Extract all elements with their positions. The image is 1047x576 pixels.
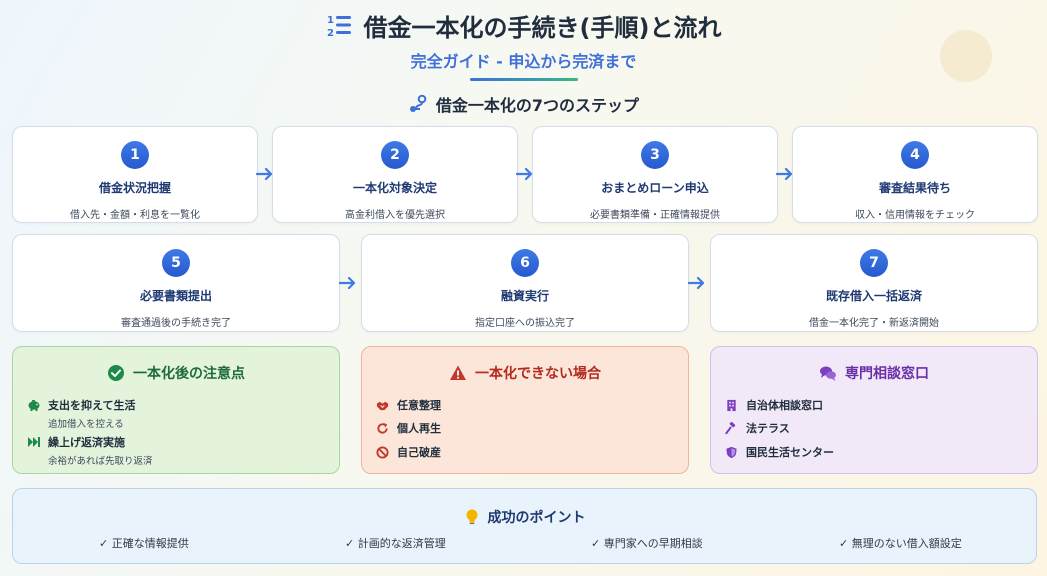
check-circle-icon xyxy=(108,365,124,381)
alternative-item-label: 任意整理 xyxy=(397,399,441,412)
building-icon xyxy=(727,399,736,411)
page-header: 1 2 借金一本化の手続き(手順)と流れ 完全ガイド - 申込から完済まで xyxy=(0,8,1047,81)
consult-title-text: 専門相談窓口 xyxy=(845,366,929,382)
lightbulb-icon xyxy=(466,509,477,525)
caution-item-title: 支出を抑えて生活 xyxy=(48,399,136,412)
success-points-title: 成功のポイント xyxy=(13,507,1036,527)
step-number: 2 xyxy=(381,141,409,169)
arrow-right-icon xyxy=(776,167,793,181)
consult-item-label: 自治体相談窓口 xyxy=(746,399,823,412)
alternative-item-label: 自己破産 xyxy=(397,446,441,459)
consult-item: 国民生活センター xyxy=(725,444,834,460)
alternative-item: 任意整理 xyxy=(376,397,441,413)
alternative-item: 個人再生 xyxy=(376,420,441,436)
caution-item-title: 繰上げ返済実施 xyxy=(48,436,125,449)
consult-item-label: 法テラス xyxy=(746,422,790,435)
success-point: ✓ 専門家への早期相談 xyxy=(591,537,703,550)
step-title: 借金状況把握 xyxy=(98,181,171,195)
decorative-circle xyxy=(940,30,992,82)
step-title: 融資実行 xyxy=(500,289,549,303)
caution-item-desc: 余裕があれば先取り返済 xyxy=(48,456,153,467)
not-possible-panel: 一本化できない場合 任意整理 個人再生 自己破産 xyxy=(361,346,689,474)
alternative-item: 自己破産 xyxy=(376,444,441,460)
warning-icon xyxy=(450,365,466,380)
shield-icon xyxy=(726,446,737,458)
step-card-1: 1 借金状況把握 借入先・金額・利息を一覧化 xyxy=(12,126,258,223)
consult-item: 法テラス xyxy=(725,420,790,436)
step-number: 7 xyxy=(860,249,888,277)
consult-panel: 専門相談窓口 自治体相談窓口 法テラス 国民生活センター xyxy=(710,346,1038,474)
step-description: 指定口座への振込完了 xyxy=(475,318,575,329)
piggy-bank-icon xyxy=(28,400,40,411)
svg-text:1: 1 xyxy=(327,15,334,26)
caution-item: 支出を抑えて生活 追加借入を控える xyxy=(27,397,135,430)
step-number: 1 xyxy=(121,141,149,169)
step-title: 既存借入一括返済 xyxy=(825,289,922,303)
step-card-4: 4 審査結果待ち 収入・信用情報をチェック xyxy=(792,126,1038,223)
not-possible-panel-title: 一本化できない場合 xyxy=(362,363,688,383)
success-point: ✓ 計画的な返済管理 xyxy=(345,537,446,550)
steps-section-heading: 借金一本化の7つのステップ xyxy=(0,92,1047,116)
caution-title-text: 一本化後の注意点 xyxy=(133,366,245,382)
redo-icon xyxy=(377,422,388,434)
alternative-item-label: 個人再生 xyxy=(397,422,441,435)
svg-text:2: 2 xyxy=(327,28,334,38)
step-description: 借入先・金額・利息を一覧化 xyxy=(70,210,200,221)
page-subtitle: 完全ガイド - 申込から完済まで xyxy=(410,52,637,71)
step-title: 必要書類提出 xyxy=(139,289,212,303)
gavel-icon xyxy=(725,421,736,434)
success-title-text: 成功のポイント xyxy=(487,510,586,526)
step-description: 審査通過後の手続き完了 xyxy=(121,318,231,329)
step-description: 収入・信用情報をチェック xyxy=(855,210,975,221)
step-card-2: 2 一本化対象決定 高金利借入を優先選択 xyxy=(272,126,518,223)
consult-item-label: 国民生活センター xyxy=(746,446,834,459)
handshake-icon xyxy=(376,401,389,410)
arrow-right-icon xyxy=(339,276,356,290)
step-card-3: 3 おまとめローン申込 必要書類準備・正確情報提供 xyxy=(532,126,778,223)
success-point: ✓ 無理のない借入額設定 xyxy=(839,537,962,550)
ban-icon xyxy=(376,445,389,459)
success-points-row: ✓ 正確な情報提供 ✓ 計画的な返済管理 ✓ 専門家への早期相談 ✓ 無理のない… xyxy=(13,535,1036,550)
success-points-panel: 成功のポイント ✓ 正確な情報提供 ✓ 計画的な返済管理 ✓ 専門家への早期相談… xyxy=(12,488,1037,564)
step-number: 5 xyxy=(162,249,190,277)
arrow-right-icon xyxy=(256,167,273,181)
step-title: おまとめローン申込 xyxy=(601,181,709,195)
arrow-right-icon xyxy=(516,167,533,181)
page-title: 借金一本化の手続き(手順)と流れ xyxy=(363,13,722,42)
caution-panel-title: 一本化後の注意点 xyxy=(13,363,339,383)
step-number: 3 xyxy=(641,141,669,169)
arrow-right-icon xyxy=(688,276,705,290)
comments-icon xyxy=(820,366,836,381)
caution-item: 繰上げ返済実施 余裕があれば先取り返済 xyxy=(27,434,153,467)
step-title: 一本化対象決定 xyxy=(352,181,437,195)
consult-panel-title: 専門相談窓口 xyxy=(711,363,1037,383)
caution-panel: 一本化後の注意点 支出を抑えて生活 追加借入を控える 繰上げ返済実施 余裕があれ… xyxy=(12,346,340,474)
fast-forward-icon xyxy=(28,437,40,447)
step-number: 6 xyxy=(511,249,539,277)
step-number: 4 xyxy=(901,141,929,169)
success-point: ✓ 正確な情報提供 xyxy=(99,537,189,550)
step-title: 審査結果待ち xyxy=(878,181,951,195)
step-description: 必要書類準備・正確情報提供 xyxy=(590,210,720,221)
step-description: 高金利借入を優先選択 xyxy=(345,210,445,221)
step-description: 借金一本化完了・新返済開始 xyxy=(809,318,939,329)
caution-item-desc: 追加借入を控える xyxy=(48,419,124,430)
step-card-7: 7 既存借入一括返済 借金一本化完了・新返済開始 xyxy=(710,234,1038,332)
list-ol-icon: 1 2 xyxy=(327,15,351,38)
subtitle-underline xyxy=(469,78,578,81)
steps-heading-text: 借金一本化の7つのステップ xyxy=(435,96,640,115)
not-possible-title-text: 一本化できない場合 xyxy=(475,366,601,382)
route-icon xyxy=(409,94,427,112)
consult-item: 自治体相談窓口 xyxy=(725,397,823,413)
step-card-6: 6 融資実行 指定口座への振込完了 xyxy=(361,234,689,332)
step-card-5: 5 必要書類提出 審査通過後の手続き完了 xyxy=(12,234,340,332)
